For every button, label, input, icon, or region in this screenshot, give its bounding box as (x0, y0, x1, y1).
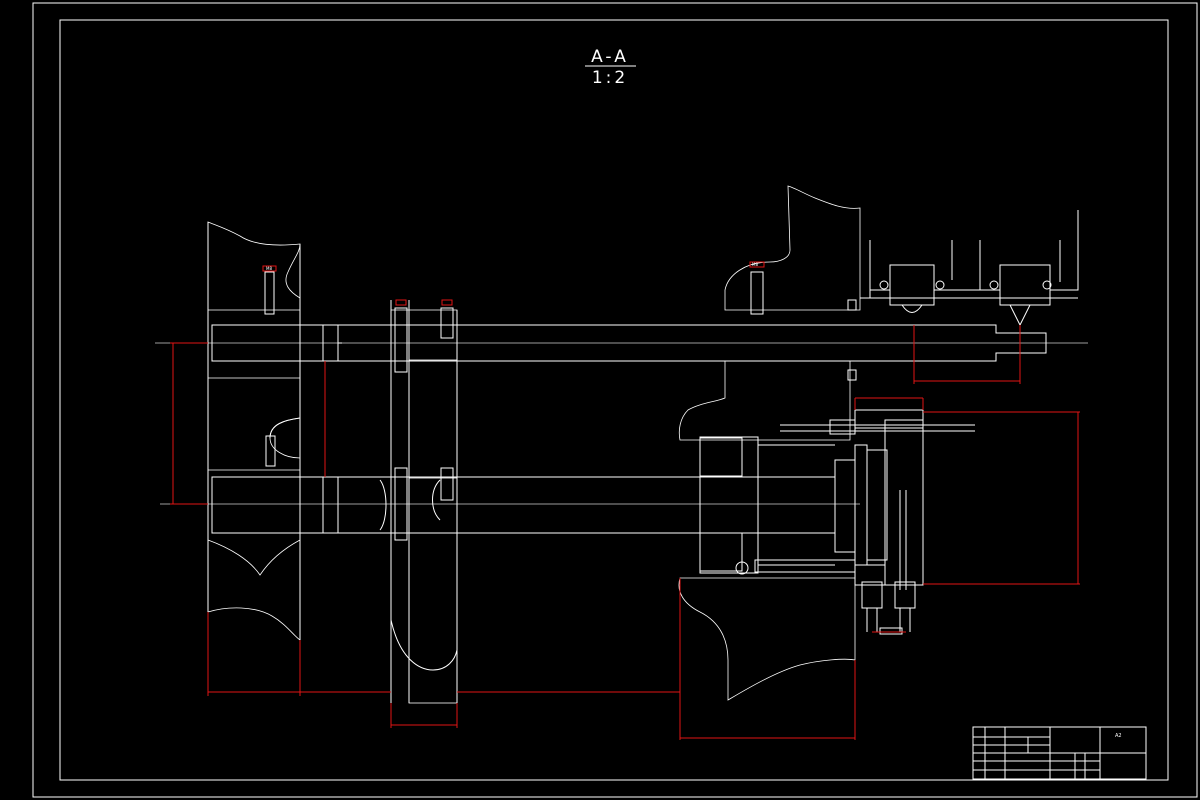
right-upper-housing: M8 (678, 185, 861, 441)
upper-shaft (211, 324, 1047, 362)
left-housing-wall (207, 221, 301, 641)
title-block: A2 (972, 726, 1147, 780)
middle-plate-pins (379, 299, 454, 541)
section-title: A-A (591, 47, 629, 67)
svg-text:M8: M8 (752, 262, 758, 267)
cylinder-block (834, 409, 924, 590)
svg-text:M8: M8 (266, 266, 272, 271)
middle-support-plate (390, 300, 458, 704)
left-lower-plug (265, 435, 276, 467)
lower-shaft (211, 476, 836, 534)
sheet-size-label: A2 (1115, 733, 1122, 739)
outer-sheet-border (32, 2, 1198, 798)
bottom-fittings (861, 581, 916, 635)
dimension-lines (170, 325, 1080, 740)
right-lower-housing (678, 577, 856, 701)
air-fitting-rod (780, 419, 975, 435)
section-scale: 1:2 (592, 68, 628, 88)
bearing-seal-assembly (699, 436, 856, 575)
left-upper-plug: M8 (262, 265, 277, 315)
top-right-fixture (860, 210, 1079, 327)
inner-drawing-frame (59, 19, 1169, 781)
